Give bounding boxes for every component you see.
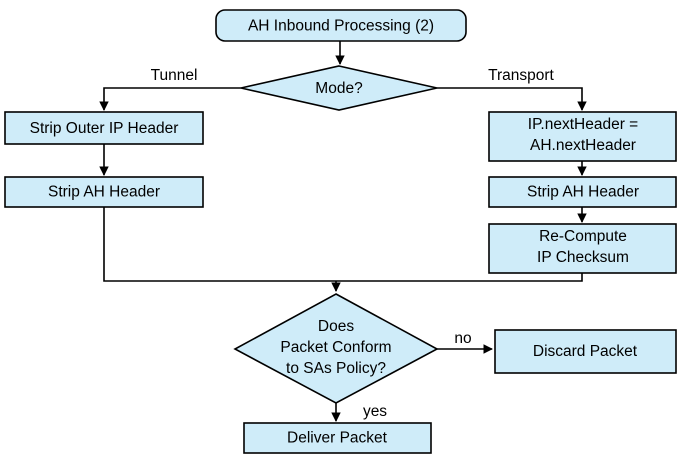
node-start-label: AH Inbound Processing (2) <box>248 18 434 35</box>
node-strip-ah-header-transport-label: Strip AH Header <box>527 184 639 201</box>
node-deliver-packet-label: Deliver Packet <box>287 430 388 447</box>
node-ip-next-header[interactable]: IP.nextHeader = AH.nextHeader <box>488 111 677 162</box>
node-strip-ah-header-tunnel-shape <box>4 176 204 208</box>
edge-label-tunnel: Tunnel <box>151 67 198 84</box>
node-mode-decision-shape <box>240 65 438 111</box>
node-strip-outer-ip-header[interactable]: Strip Outer IP Header <box>4 111 204 145</box>
node-strip-ah-header-transport-shape <box>488 176 677 208</box>
node-policy-decision-label-line1: Does <box>318 318 354 335</box>
node-policy-decision-shape <box>233 293 439 404</box>
node-strip-ah-header-tunnel-label: Strip AH Header <box>48 184 160 201</box>
node-strip-ah-header-transport[interactable]: Strip AH Header <box>488 176 677 208</box>
edge-mode-tunnel-to-strip-outer-ip <box>99 87 241 111</box>
node-deliver-packet[interactable]: Deliver Packet <box>243 422 432 454</box>
node-discard-packet-label: Discard Packet <box>533 343 638 360</box>
node-mode-decision-label: Mode? <box>315 80 363 97</box>
node-recompute-checksum[interactable]: Re-Compute IP Checksum <box>488 223 677 274</box>
node-strip-outer-ip-header-shape <box>4 111 204 145</box>
edge-label-no: no <box>454 330 471 347</box>
node-strip-outer-ip-header-label: Strip Outer IP Header <box>30 120 179 137</box>
node-strip-ah-header-tunnel[interactable]: Strip AH Header <box>4 176 204 208</box>
node-start-shape <box>215 9 467 42</box>
node-ip-next-header-shape <box>488 111 677 162</box>
edge-tunnel-merge <box>103 207 336 282</box>
node-recompute-checksum-label-line1: Re-Compute <box>539 228 627 245</box>
node-policy-decision-label-line3: to SAs Policy? <box>286 360 386 377</box>
node-start[interactable]: AH Inbound Processing (2) <box>215 9 467 42</box>
node-recompute-checksum-shape <box>488 223 677 274</box>
edge-label-yes: yes <box>363 403 387 420</box>
node-recompute-checksum-label-line2: IP Checksum <box>537 249 629 266</box>
node-policy-decision-label-line2: Packet Conform <box>280 339 391 356</box>
edge-label-transport: Transport <box>488 67 554 84</box>
node-discard-packet-shape <box>494 329 677 374</box>
edge-mode-transport-to-ip-next-header <box>437 87 587 111</box>
edge-transport-merge <box>336 273 583 282</box>
node-ip-next-header-label-line1: IP.nextHeader = <box>528 116 638 133</box>
node-ip-next-header-label-line2: AH.nextHeader <box>530 137 636 154</box>
node-discard-packet[interactable]: Discard Packet <box>494 329 677 374</box>
node-policy-decision[interactable]: Does Packet Conform to SAs Policy? <box>233 293 439 404</box>
node-deliver-packet-shape <box>243 422 432 454</box>
node-mode-decision[interactable]: Mode? <box>240 65 438 111</box>
